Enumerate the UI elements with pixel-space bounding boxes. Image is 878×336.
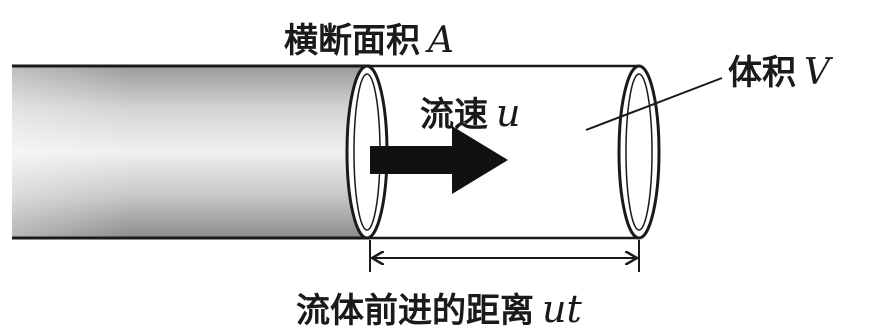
volume-leader-line (585, 77, 723, 131)
volume-end-ellipse (617, 64, 661, 240)
transparent-tube-section (370, 64, 640, 240)
distance-dimension (369, 240, 640, 272)
filled-pipe-section (12, 64, 370, 240)
cross-section-ellipse (345, 64, 389, 240)
flow-arrow-icon (370, 126, 508, 194)
